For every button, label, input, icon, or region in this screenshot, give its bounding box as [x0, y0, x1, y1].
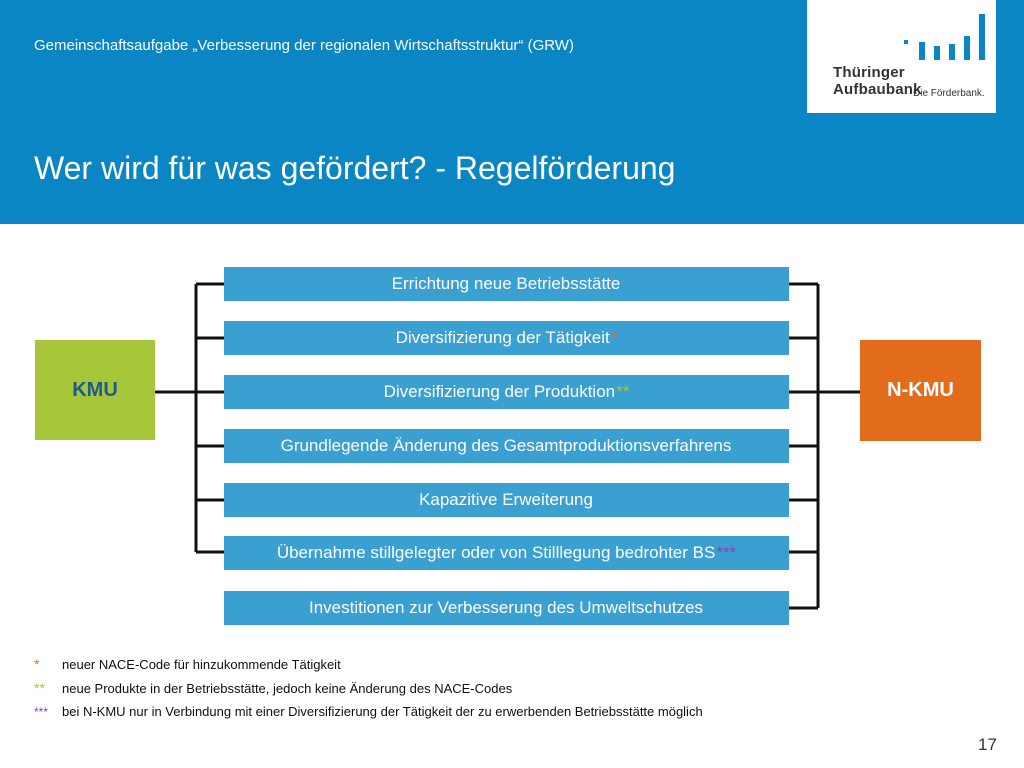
- measure-label: Diversifizierung der Tätigkeit: [395, 328, 610, 347]
- measure-label: Investitionen zur Verbesserung des Umwel…: [308, 598, 704, 617]
- slide-subtitle: Gemeinschaftsaufgabe „Verbesserung der r…: [34, 37, 574, 54]
- measure-label: Grundlegende Änderung des Gesamtprodukti…: [280, 436, 732, 455]
- footnotes: * neuer NACE-Code für hinzukommende Täti…: [34, 656, 703, 728]
- measure-bar: Diversifizierung der Tätigkeit*: [224, 321, 789, 355]
- measure-bar: Diversifizierung der Produktion**: [224, 375, 789, 409]
- measure-star: **: [616, 382, 630, 401]
- page-number: 17: [978, 735, 997, 754]
- measure-label: Diversifizierung der Produktion: [383, 382, 616, 401]
- logo-bars-icon: [904, 14, 985, 60]
- footnote-mark: ***: [34, 705, 49, 719]
- measure-bar: Grundlegende Änderung des Gesamtprodukti…: [224, 429, 789, 463]
- logo-name: Thüringer Aufbaubank: [833, 64, 922, 98]
- measure-bar: Übernahme stillgelegter oder von Stillle…: [224, 536, 789, 570]
- measure-bar: Kapazitive Erweiterung: [224, 483, 789, 517]
- measure-label: Errichtung neue Betriebsstätte: [391, 274, 621, 293]
- n-kmu-box: N-KMU: [860, 340, 981, 441]
- footnote-item: ** neue Produkte in der Betriebsstätte, …: [34, 680, 703, 704]
- footnote-mark: *: [34, 656, 40, 672]
- measure-bar: Investitionen zur Verbesserung des Umwel…: [224, 591, 789, 625]
- footnote-text: neue Produkte in der Betriebsstätte, jed…: [62, 681, 513, 696]
- footnote-mark: **: [34, 680, 45, 696]
- footnote-text: bei N-KMU nur in Verbindung mit einer Di…: [62, 704, 703, 719]
- kmu-box: KMU: [35, 340, 155, 440]
- measure-star: *: [610, 328, 618, 347]
- measure-label: Übernahme stillgelegter oder von Stillle…: [276, 543, 716, 562]
- logo-tagline: Die Förderbank.: [913, 88, 985, 99]
- measure-label: Kapazitive Erweiterung: [419, 490, 593, 509]
- logo: Thüringer Aufbaubank Die Förderbank.: [807, 0, 996, 113]
- footnote-item: * neuer NACE-Code für hinzukommende Täti…: [34, 656, 703, 680]
- footnote-item: *** bei N-KMU nur in Verbindung mit eine…: [34, 704, 703, 728]
- footnote-text: neuer NACE-Code für hinzukommende Tätigk…: [62, 657, 341, 672]
- measure-star: ***: [716, 543, 737, 562]
- slide-title: Wer wird für was gefördert? - Regelförde…: [34, 150, 676, 186]
- measure-bar: Errichtung neue Betriebsstätte: [224, 267, 789, 301]
